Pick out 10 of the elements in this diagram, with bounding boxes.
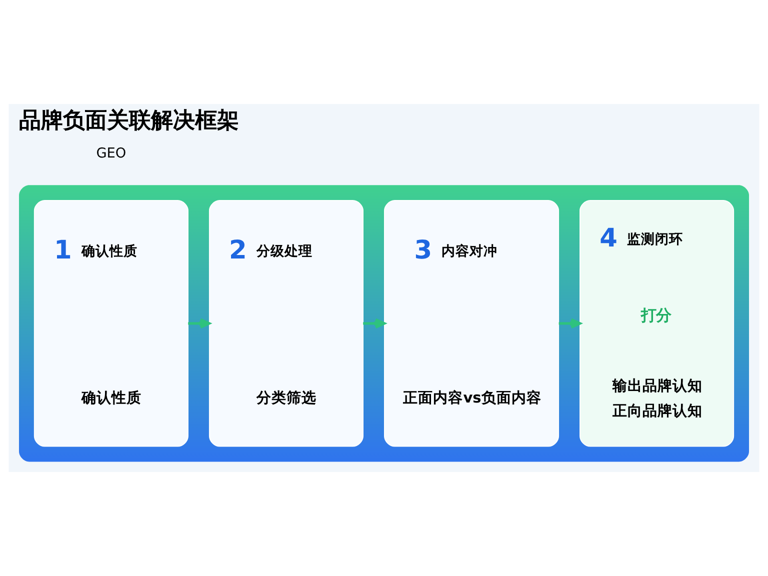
- node-box: 3 内容对冲 正面内容vs负面内容: [384, 200, 560, 447]
- arrow: [558, 318, 582, 329]
- diagram-title: 品牌负面关联解决框架: [18, 108, 239, 134]
- node-box: 4 监测闭环 打分 输出品牌认知 正向品牌认知: [580, 200, 734, 447]
- cluster: [19, 185, 749, 462]
- node-box: 1 确认性质 确认性质: [34, 200, 188, 447]
- arrow: [188, 318, 210, 329]
- arrow: [363, 318, 386, 329]
- label: GEO: [96, 146, 126, 162]
- node-box: 2 分级处理 分类筛选: [208, 200, 364, 447]
